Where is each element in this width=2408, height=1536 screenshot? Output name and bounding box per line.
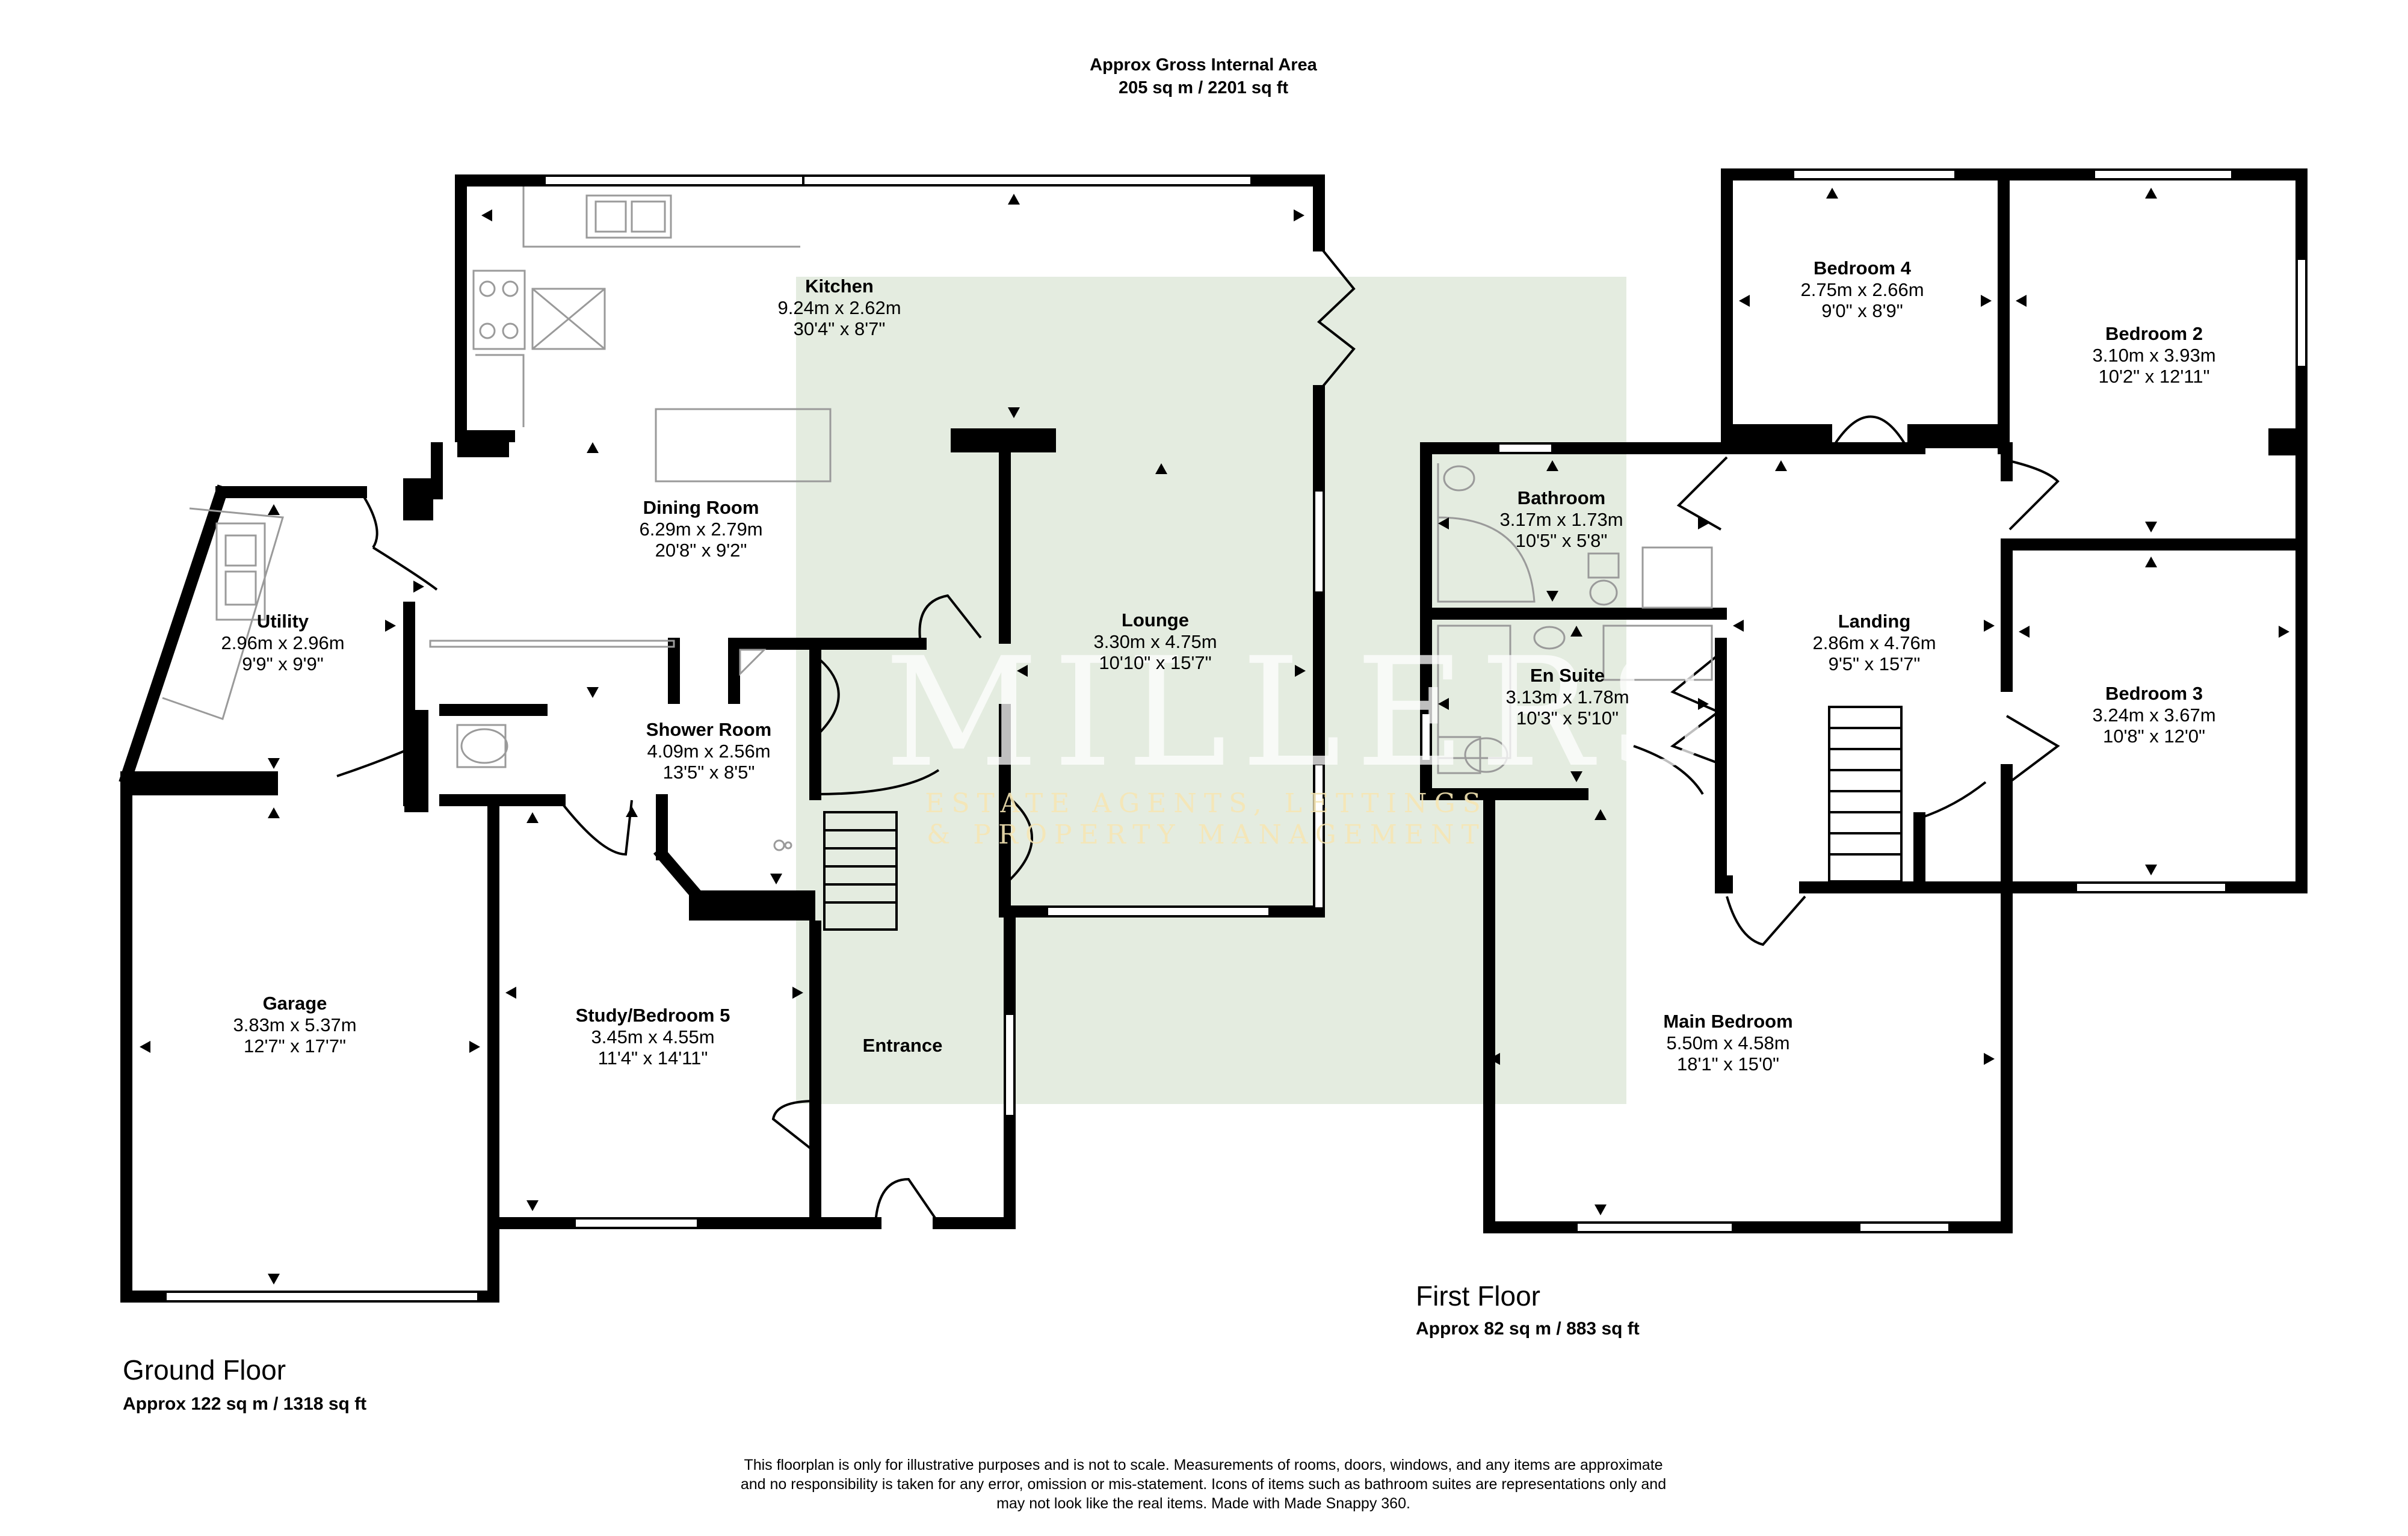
room-dining-metric: 6.29m x 2.79m (639, 519, 763, 540)
room-bedroom-2: Bedroom 2 3.10m x 3.93m 10'2" x 12'11" (2092, 323, 2215, 387)
room-bathroom-name: Bathroom (1517, 487, 1606, 508)
room-bedroom-3-imperial: 10'8" x 12'0" (2102, 726, 2206, 747)
room-bedroom-2-name: Bedroom 2 (2105, 323, 2203, 344)
room-lounge-imperial: 10'10" x 15'7" (1099, 652, 1212, 673)
room-dining-name: Dining Room (643, 497, 759, 518)
room-landing-imperial: 9'5" x 15'7" (1828, 653, 1921, 674)
disclaimer-line-3: may not look like the real items. Made w… (996, 1495, 1410, 1512)
room-main-bedroom: Main Bedroom 5.50m x 4.58m 18'1" x 15'0" (1663, 1011, 1792, 1075)
first-floor-label: First Floor (1416, 1280, 1540, 1312)
watermark-panel (796, 277, 1626, 1104)
room-utility: Utility 2.96m x 2.96m 9'9" x 9'9" (221, 611, 344, 674)
room-bathroom-imperial: 10'5" x 5'8" (1515, 530, 1608, 551)
room-entrance: Entrance (863, 1035, 943, 1056)
room-lounge-metric: 3.30m x 4.75m (1093, 631, 1217, 652)
room-utility-name: Utility (256, 611, 309, 632)
room-bathroom-metric: 3.17m x 1.73m (1499, 509, 1623, 530)
ground-floor-doors (336, 244, 1356, 1224)
first-floor-windows (1420, 168, 2308, 1233)
room-main-bedroom-name: Main Bedroom (1663, 1011, 1793, 1032)
room-bedroom-3-name: Bedroom 3 (2105, 683, 2203, 704)
room-bedroom-2-metric: 3.10m x 3.93m (2092, 345, 2216, 366)
ground-floor-stairs (823, 811, 898, 931)
room-landing: Landing 2.86m x 4.76m 9'5" x 15'7" (1812, 611, 1936, 674)
room-bedroom-4: Bedroom 4 2.75m x 2.66m 9'0" x 8'9" (1800, 258, 1924, 321)
room-kitchen-name: Kitchen (805, 276, 874, 297)
first-floor-fixtures (1437, 463, 1713, 774)
room-kitchen: Kitchen 9.24m x 2.62m 30'4" x 8'7" (777, 276, 901, 339)
first-floor-stairs (1828, 706, 1903, 883)
room-bathroom: Bathroom 3.17m x 1.73m 10'5" x 5'8" (1499, 487, 1623, 551)
ground-floor-label: Ground Floor (123, 1354, 286, 1386)
room-bedroom-4-imperial: 9'0" x 8'9" (1821, 300, 1903, 321)
room-shower-metric: 4.09m x 2.56m (647, 741, 771, 762)
room-study-imperial: 11'4" x 14'11" (597, 1047, 708, 1069)
room-shower: Shower Room 4.09m x 2.56m 13'5" x 8'5" (646, 719, 771, 783)
room-main-bedroom-imperial: 18'1" x 15'0" (1676, 1053, 1780, 1075)
room-utility-metric: 2.96m x 2.96m (221, 632, 345, 653)
room-dining-imperial: 20'8" x 9'2" (655, 540, 747, 561)
room-garage-name: Garage (262, 993, 327, 1014)
room-garage: Garage 3.83m x 5.37m 12'7" x 17'7" (233, 993, 356, 1056)
gross-area-value: 205 sq m / 2201 sq ft (1118, 78, 1289, 97)
room-main-bedroom-metric: 5.50m x 4.58m (1666, 1032, 1790, 1053)
room-landing-metric: 2.86m x 4.76m (1812, 632, 1936, 653)
room-garage-metric: 3.83m x 5.37m (233, 1014, 357, 1035)
room-shower-imperial: 13'5" x 8'5" (662, 762, 755, 783)
room-lounge: Lounge 3.30m x 4.75m 10'10" x 15'7" (1093, 609, 1217, 673)
disclaimer: This floorplan is only for illustrative … (650, 1455, 1757, 1513)
room-utility-imperial: 9'9" x 9'9" (242, 653, 324, 674)
ground-floor-fixtures (162, 187, 832, 851)
room-ensuite: En Suite 3.13m x 1.78m 10'3" x 5'10" (1505, 665, 1629, 729)
first-floor-walls (1420, 168, 2308, 1233)
room-bedroom-3: Bedroom 3 3.24m x 3.67m 10'8" x 12'0" (2092, 683, 2215, 747)
room-ensuite-imperial: 10'3" x 5'10" (1516, 708, 1619, 729)
room-study-name: Study/Bedroom 5 (575, 1005, 730, 1026)
disclaimer-line-2: and no responsibility is taken for any e… (740, 1476, 1667, 1493)
room-ensuite-metric: 3.13m x 1.78m (1505, 686, 1629, 708)
room-kitchen-imperial: 30'4" x 8'7" (793, 318, 886, 339)
room-study-metric: 3.45m x 4.55m (591, 1026, 715, 1047)
room-bedroom-4-metric: 2.75m x 2.66m (1800, 279, 1924, 300)
first-floor-thick-walls (1715, 424, 2305, 893)
gross-area-title: Approx Gross Internal Area (1090, 55, 1317, 75)
disclaimer-line-1: This floorplan is only for illustrative … (744, 1457, 1663, 1473)
room-study: Study/Bedroom 5 3.45m x 4.55m 11'4" x 14… (576, 1005, 730, 1069)
room-landing-name: Landing (1838, 611, 1911, 632)
room-dining: Dining Room 6.29m x 2.79m 20'8" x 9'2" (639, 497, 762, 561)
room-lounge-name: Lounge (1122, 609, 1189, 631)
room-kitchen-metric: 9.24m x 2.62m (777, 297, 901, 318)
room-garage-imperial: 12'7" x 17'7" (243, 1035, 347, 1056)
ground-floor-windows (164, 174, 1325, 1303)
ground-floor-area: Approx 122 sq m / 1318 sq ft (123, 1394, 367, 1414)
room-bedroom-3-metric: 3.24m x 3.67m (2092, 705, 2216, 726)
room-bedroom-2-imperial: 10'2" x 12'11" (2098, 366, 2210, 387)
room-entrance-name: Entrance (862, 1035, 943, 1056)
ground-floor-thick-walls (128, 428, 1056, 921)
room-ensuite-name: En Suite (1530, 665, 1605, 686)
measurement-markers (140, 188, 2289, 1285)
first-floor-area: Approx 82 sq m / 883 sq ft (1416, 1319, 1640, 1339)
room-shower-name: Shower Room (646, 719, 772, 740)
room-bedroom-4-name: Bedroom 4 (1814, 258, 1911, 279)
